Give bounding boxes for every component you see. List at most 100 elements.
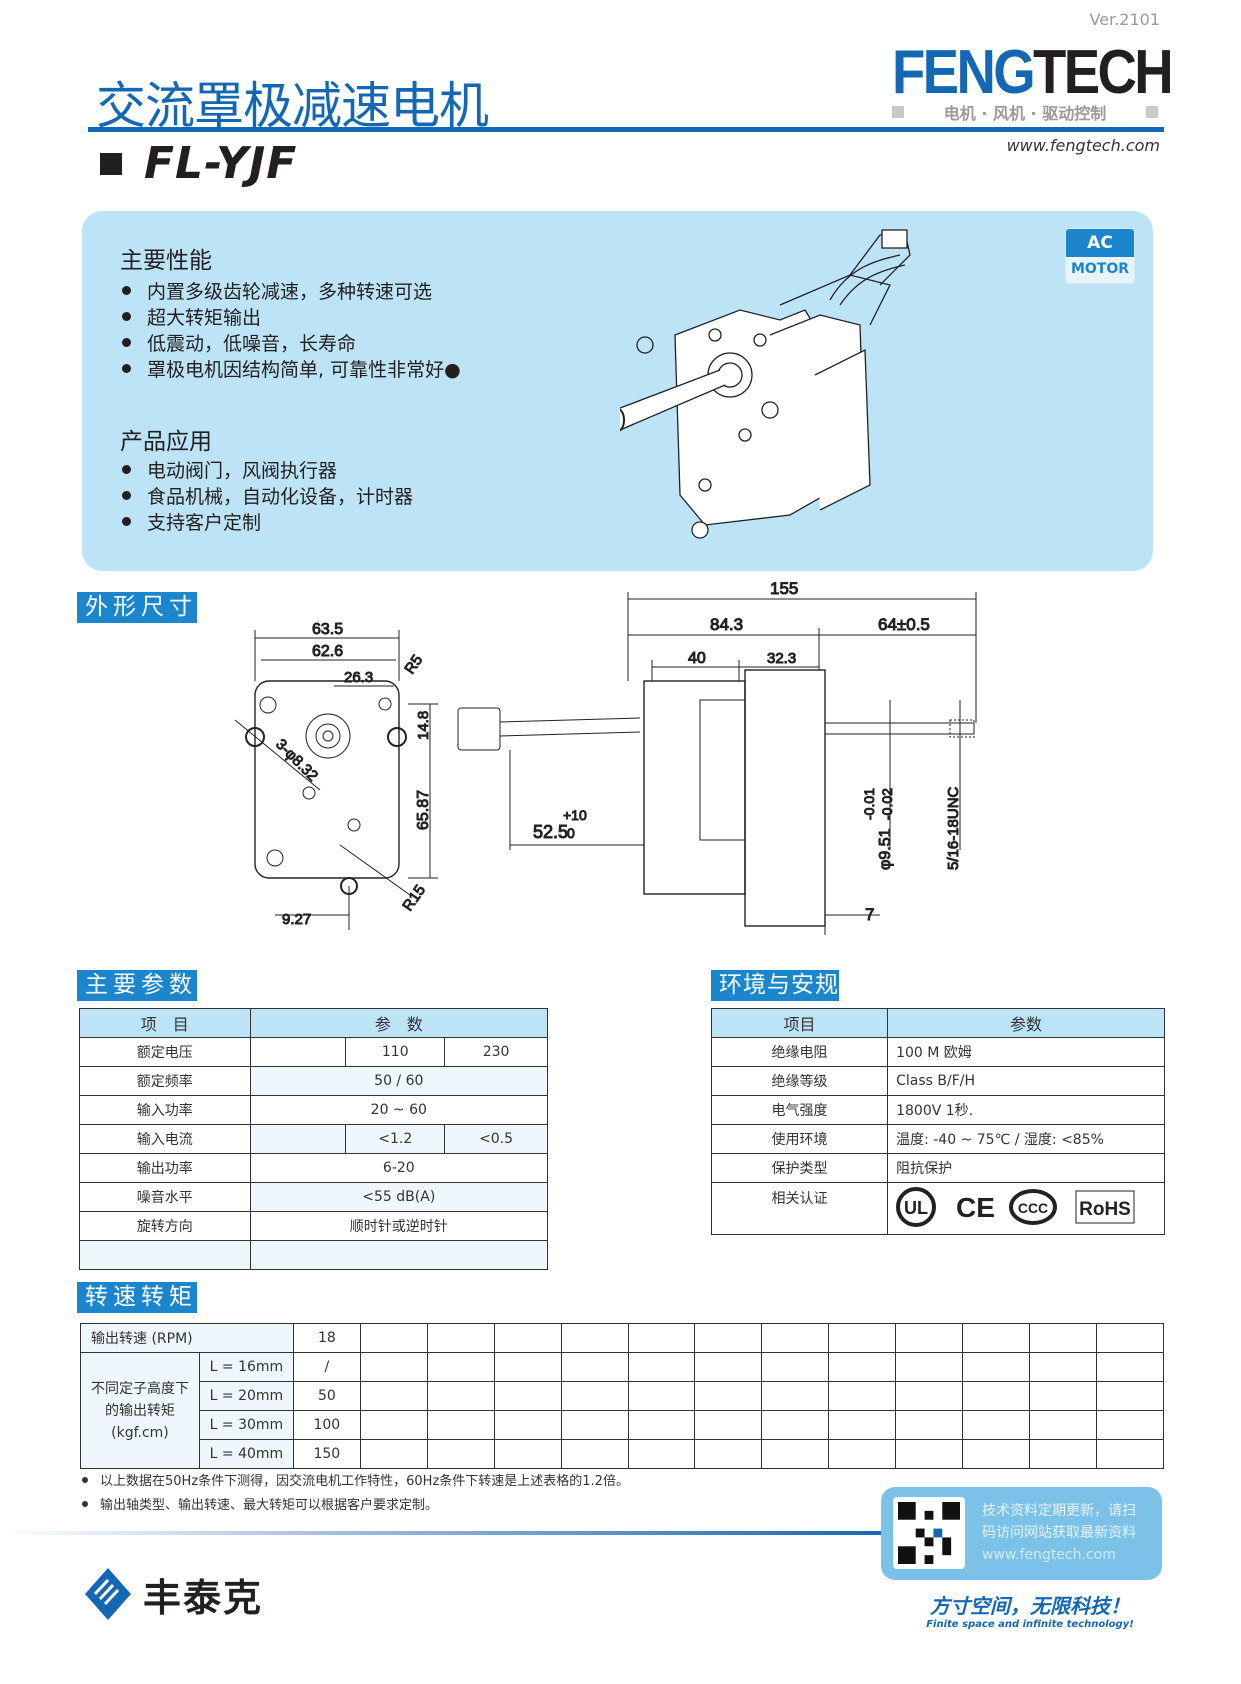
dim-r15: R15 (399, 882, 429, 914)
dim-shaft-tol-top: -0.01 (861, 788, 877, 820)
feature-item: 内置多级齿轮减速，多种转速可选 (122, 277, 432, 304)
features-heading: 主要性能 (120, 248, 212, 274)
rohs-text: RoHS (1079, 1199, 1131, 1220)
empty-cell (1095, 1439, 1165, 1469)
empty-cell (1029, 1323, 1097, 1353)
qr-code[interactable] (893, 1497, 965, 1569)
qr-line2: 码访问网站获取最新资料 (982, 1525, 1136, 1541)
version-label: Ver.2101 (1089, 10, 1160, 29)
feature-text: 超大转矩输出 (147, 307, 262, 329)
dim-40: 40 (688, 650, 706, 667)
qr-caption: 技术资料定期更新，请扫 码访问网站获取最新资料 www.fengtech.com (982, 1500, 1152, 1566)
badge-bottom: MOTOR (1070, 261, 1130, 277)
row-label: 旋转方向 (79, 1211, 251, 1241)
empty-cell (694, 1323, 763, 1353)
empty-cell (426, 1352, 495, 1382)
note: 输出轴类型、输出转速、最大转矩可以根据客户要求定制。 (82, 1494, 438, 1513)
cell: <0.5 (444, 1124, 548, 1154)
col-item: 项目 (710, 1008, 889, 1038)
empty-cell (694, 1439, 763, 1469)
ccc-text: CCC (1018, 1200, 1048, 1216)
row-label: 噪音水平 (79, 1182, 251, 1212)
table-row: 不同定子高度下的输出转矩 (kgf.cm)L = 16mm/ (80, 1352, 1165, 1469)
dim-shaft-tol-bot: -0.02 (879, 788, 895, 820)
logo-part2: TECH (1033, 38, 1174, 107)
row-label: 相关认证 (710, 1182, 889, 1235)
empty-cell (627, 1381, 696, 1411)
note: 以上数据在50Hz条件下测得，因交流电机工作特性，60Hz条件下转速是上述表格的… (82, 1470, 629, 1489)
logo-tagline-text: 电机 · 风机 · 驱动控制 (943, 104, 1107, 123)
empty-cell (493, 1439, 562, 1469)
empty-cell (962, 1410, 1031, 1440)
dim-front-14-8: 14.8 (415, 711, 432, 740)
empty-cell (761, 1352, 830, 1382)
model-name: FL-YJF (144, 138, 298, 189)
header-divider (88, 127, 1164, 132)
row-label: 输入电流 (79, 1124, 251, 1154)
empty-cell (694, 1410, 763, 1440)
empty-cell (493, 1352, 562, 1382)
row-label: 绝缘等级 (710, 1066, 889, 1096)
dim-total-length: 155 (770, 579, 798, 598)
cert-logos: UL CE CCC RoHS (887, 1182, 1165, 1235)
torque-value: / (292, 1352, 361, 1382)
dim-shaft-length: 64±0.5 (878, 615, 930, 634)
empty-cell (426, 1439, 495, 1469)
badge-top: AC (1066, 229, 1134, 257)
row-label: 绝缘电阻 (710, 1037, 889, 1067)
ce-icon: CE (956, 1192, 995, 1223)
dimension-drawing: 63.5 62.6 26.3 R5 14.8 65.87 3-φ8.32 R15… (234, 579, 977, 935)
slogan-en: Finite space and infinite technology! (926, 1619, 1134, 1630)
qr-url[interactable]: www.fengtech.com (982, 1547, 1116, 1563)
dim-r5: R5 (401, 652, 426, 677)
cell: 顺时针或逆时针 (249, 1211, 549, 1241)
empty-cell (962, 1323, 1031, 1353)
torque-value: 150 (292, 1439, 361, 1469)
empty-cell (828, 1381, 897, 1411)
rohs-icon (1075, 1190, 1135, 1223)
brand-logo: 丰泰克 (83, 1566, 263, 1622)
cert-logos-svg: UL CE CCC RoHS (896, 1186, 1135, 1227)
cell: 1800V 1秒. (887, 1095, 1165, 1125)
empty-cell (560, 1352, 629, 1382)
dim-front-height: 65.87 (415, 790, 432, 830)
section-env: 环境与安规 (711, 970, 839, 1001)
front-view-body (254, 680, 400, 879)
table-row: 旋转方向顺时针或逆时针 (79, 1211, 549, 1241)
empty-cell (426, 1410, 495, 1440)
cell: Class B/F/H (887, 1066, 1165, 1096)
screw-icon (259, 696, 277, 714)
section-params: 主要参数 (77, 970, 197, 1001)
application-text: 食品机械，自动化设备，计时器 (147, 486, 414, 508)
empty-cell (426, 1323, 495, 1353)
ac-motor-badge: AC MOTOR (1066, 229, 1134, 283)
table-row (79, 1240, 549, 1270)
empty-cell (1029, 1381, 1097, 1411)
empty-cell (493, 1323, 562, 1353)
website-link[interactable]: www.fengtech.com (1006, 136, 1160, 155)
empty-cell (1095, 1410, 1165, 1440)
output-shaft (824, 722, 975, 735)
empty-cell (560, 1381, 629, 1411)
stator-label: L = 20mm (198, 1381, 294, 1411)
table-row: 使用环境温度: -40 ~ 75℃ / 湿度: <85% (710, 1124, 1165, 1154)
torque-value: 100 (292, 1410, 361, 1440)
table-row: 输出转速 (RPM)18 (80, 1323, 1165, 1353)
empty-cell (560, 1410, 629, 1440)
dim-lead-tol-bot: 0 (567, 825, 575, 841)
row-label: 使用环境 (710, 1124, 889, 1154)
empty-cell (1095, 1352, 1165, 1382)
feature-text: 低震动，低噪音，长寿命 (147, 333, 357, 355)
cell: 20 ~ 60 (249, 1095, 549, 1125)
empty-cell (962, 1352, 1031, 1382)
dim-front-offset: 26.3 (344, 669, 373, 686)
torque-value: 50 (292, 1381, 361, 1411)
applications-heading: 产品应用 (120, 429, 212, 455)
application-item: 电动阀门，风阀执行器 (122, 456, 337, 483)
empty-cell (560, 1323, 629, 1353)
stator-label: L = 40mm (198, 1439, 294, 1469)
dim-front-width2: 62.6 (312, 643, 343, 660)
ccc-icon (1009, 1188, 1058, 1225)
